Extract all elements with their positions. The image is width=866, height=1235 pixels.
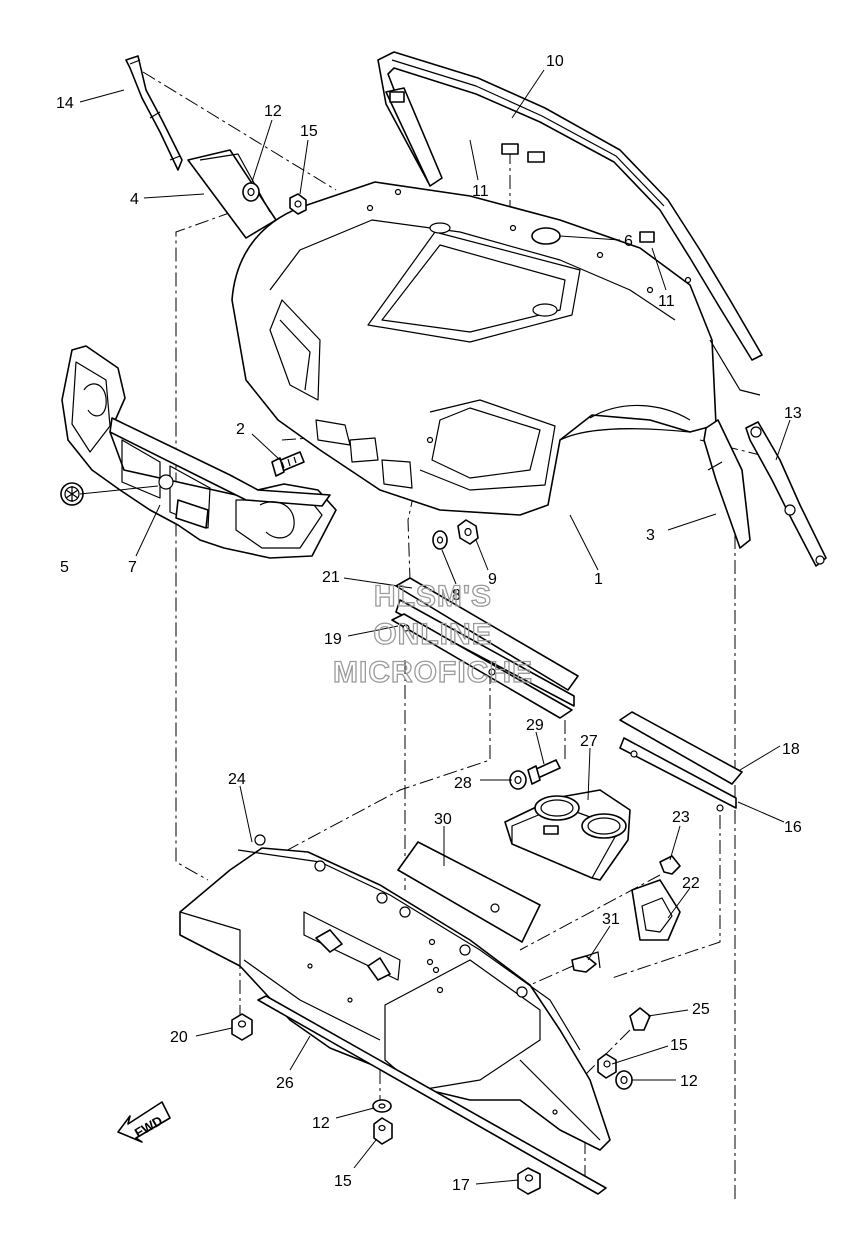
- callout-12-right: 12: [680, 1073, 698, 1090]
- callout-29: 29: [526, 717, 544, 734]
- part-brace-13: [745, 421, 827, 567]
- part-nut-15-bottom: [373, 1117, 393, 1145]
- callout-4: 4: [130, 191, 139, 208]
- callout-15-right: 15: [670, 1037, 688, 1054]
- callout-10: 10: [546, 53, 564, 70]
- part-strip-18: [619, 711, 743, 812]
- watermark: HLSM'S ONLINE MICROFICHE: [332, 579, 533, 689]
- callout-11-a: 11: [472, 183, 489, 200]
- part-rivet-31: [571, 951, 601, 973]
- callout-28: 28: [454, 775, 472, 792]
- part-strip-26: [257, 995, 607, 1195]
- part-bolt-2: [271, 451, 305, 477]
- part-washer-12-top: [242, 182, 260, 202]
- callout-11-b: 11: [658, 293, 675, 310]
- part-brace-14: [125, 55, 183, 171]
- callout-7: 7: [128, 559, 137, 576]
- callout-labels: 14 12 15 4 10 11 6 11 2 5 7 8 9 1 13 3 2…: [56, 53, 802, 1194]
- callout-12-bottom: 12: [312, 1115, 330, 1132]
- part-washer-8: [432, 530, 448, 550]
- part-grille-7: [61, 345, 337, 559]
- part-strip-21: [391, 577, 579, 719]
- callout-1: 1: [594, 571, 603, 588]
- part-rail-10: [377, 51, 763, 361]
- callout-26: 26: [276, 1075, 294, 1092]
- callout-19: 19: [324, 631, 342, 648]
- callout-24: 24: [228, 771, 246, 788]
- part-washer-12-right: [615, 1070, 633, 1090]
- callout-15-top: 15: [300, 123, 318, 140]
- callout-20: 20: [170, 1029, 188, 1046]
- callout-15-bottom: 15: [334, 1173, 352, 1190]
- part-nut-15-top: [289, 193, 307, 215]
- part-washer-28: [509, 770, 527, 790]
- callout-5: 5: [60, 559, 69, 576]
- part-nut-15-right: [597, 1053, 617, 1079]
- callout-23: 23: [672, 809, 690, 826]
- part-dashboard-24: [179, 834, 611, 1151]
- callout-25: 25: [692, 1001, 710, 1018]
- part-screw-29: [527, 759, 561, 785]
- part-cap-6: [531, 227, 561, 245]
- callout-12-top: 12: [264, 103, 282, 120]
- callout-3: 3: [646, 527, 655, 544]
- fwd-arrow-icon: FWD: [117, 1101, 171, 1143]
- callout-27: 27: [580, 733, 598, 750]
- callout-9: 9: [488, 571, 497, 588]
- callout-13: 13: [784, 405, 802, 422]
- watermark-line-3: MICROFICHE: [333, 656, 533, 689]
- part-cowl-1: [231, 181, 761, 516]
- callout-16: 16: [784, 819, 802, 836]
- part-nut-9: [457, 519, 479, 545]
- leader-lines: [79, 69, 791, 1185]
- callout-17: 17: [452, 1177, 470, 1194]
- part-plate-30: [397, 841, 541, 943]
- watermark-line-1: HLSM'S: [374, 580, 492, 613]
- part-nut-20: [231, 1013, 253, 1041]
- part-cupholder-27: [504, 789, 631, 881]
- part-rivet-23: [659, 855, 681, 875]
- callout-31: 31: [602, 911, 620, 928]
- part-washer-12-bottom: [372, 1099, 392, 1113]
- part-rivet-25: [629, 1007, 651, 1031]
- callout-2: 2: [236, 421, 245, 438]
- callout-6: 6: [624, 233, 633, 250]
- part-clip-22: [631, 879, 681, 941]
- watermark-line-2: ONLINE: [373, 618, 492, 651]
- callout-8: 8: [452, 587, 461, 604]
- part-nut-17: [517, 1167, 541, 1195]
- callout-14: 14: [56, 95, 74, 112]
- part-bracket-3: [703, 419, 751, 549]
- callout-22: 22: [682, 875, 700, 892]
- callout-21: 21: [322, 569, 340, 586]
- callout-30: 30: [434, 811, 452, 828]
- callout-18: 18: [782, 741, 800, 758]
- part-emblem-5: [60, 482, 84, 506]
